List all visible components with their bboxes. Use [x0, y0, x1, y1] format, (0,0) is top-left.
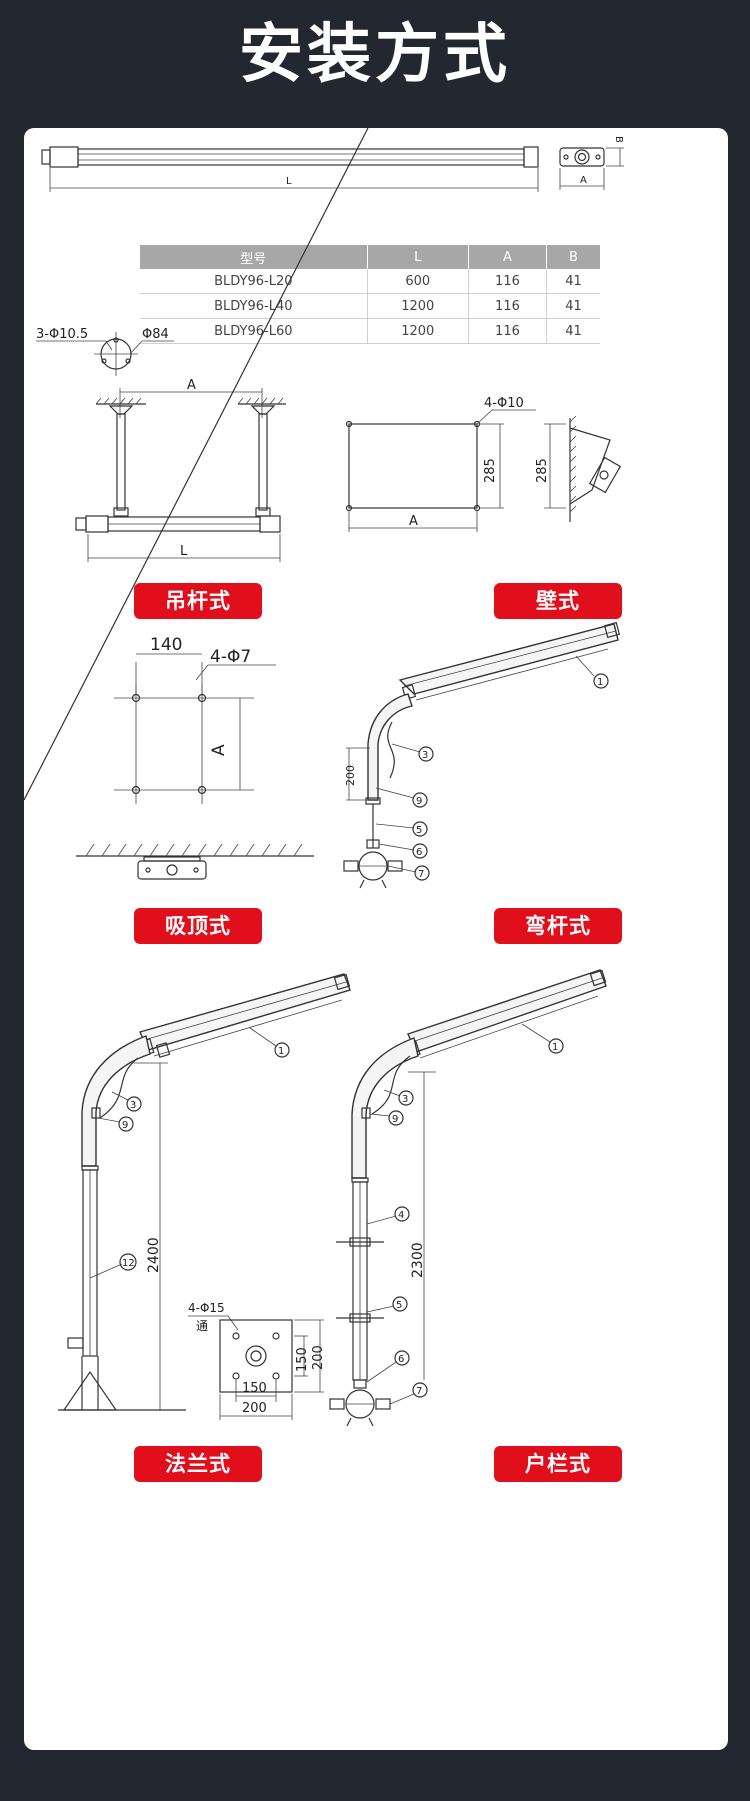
callout-3-flange: 3	[130, 1100, 136, 1111]
dim-l: L	[286, 176, 292, 187]
callout-9-flange: 9	[122, 1120, 128, 1131]
col-header-b: B	[546, 245, 600, 269]
callout-4: 4	[398, 1210, 404, 1221]
callout-3: 3	[422, 750, 428, 761]
ceiling-mount-drawing: 140 4-Φ7 A	[76, 635, 314, 880]
dim-holes-4-15: 4-Φ15	[188, 1301, 225, 1315]
label-ceiling: 吸顶式	[134, 908, 262, 944]
callout-1-flange: 1	[278, 1046, 284, 1057]
dim-holes-3: 3-Φ10.5	[36, 327, 88, 342]
label-wall: 壁式	[494, 583, 622, 619]
dim-l-pendant: L	[180, 544, 188, 559]
flange-pole-drawing: 2400 1 3 9 12 4-Φ15 通	[58, 973, 351, 1420]
callout-7-fence: 7	[416, 1386, 422, 1397]
callout-9-fence: 9	[392, 1114, 398, 1125]
table-row: BLDY96-L60 1200 116 41	[140, 318, 600, 344]
callout-5: 5	[416, 825, 422, 836]
label-bent-pole: 弯杆式	[494, 908, 622, 944]
dim-h2400: 2400	[146, 1237, 162, 1273]
col-header-a: A	[468, 245, 548, 269]
table-row: BLDY96-L40 1200 116 41	[140, 293, 600, 319]
table-row: BLDY96-L20 600 116 41	[140, 269, 600, 294]
fixture-end-view: A B	[559, 136, 624, 190]
dim-b: B	[613, 136, 624, 143]
callout-9: 9	[416, 796, 422, 807]
installation-diagram-card: 型号 L A B BLDY96-L20 600 116 41 BLDY96-L4…	[24, 128, 728, 1750]
dim-d84: Φ84	[142, 327, 169, 342]
dim-a-ceiling: A	[209, 744, 229, 756]
label-flange: 法兰式	[134, 1446, 262, 1482]
cell-b: 41	[546, 318, 600, 344]
callout-1: 1	[597, 677, 603, 688]
callout-6: 6	[416, 847, 422, 858]
cell-a: 116	[468, 318, 548, 344]
callout-3-fence: 3	[402, 1094, 408, 1105]
wall-mount-drawing: 4-Φ10 285 A 285	[345, 396, 622, 532]
label-pendant: 吊杆式	[134, 583, 262, 619]
cell-a: 116	[468, 293, 548, 319]
bent-pole-drawing: 200 1 3 9 5 6 7	[24, 128, 621, 889]
installation-drawings: L A B 3-Φ10.5	[24, 128, 624, 1427]
callout-6-fence: 6	[398, 1354, 404, 1365]
dim-holes-4-7: 4-Φ7	[210, 647, 251, 667]
dim-f200-h: 200	[242, 1401, 267, 1416]
cell-b: 41	[546, 269, 600, 294]
cell-model: BLDY96-L60	[140, 318, 368, 344]
dim-h200: 200	[344, 765, 357, 786]
callout-7: 7	[418, 869, 424, 880]
dim-h285: 285	[483, 458, 498, 483]
col-header-l: L	[367, 245, 469, 269]
cell-l: 1200	[367, 293, 469, 319]
dim-a-pendant: A	[187, 378, 196, 393]
pendant-mount-drawing: 3-Φ10.5 Φ84 A L	[36, 327, 286, 562]
callout-12: 12	[122, 1258, 135, 1269]
dim-holes-4-10: 4-Φ10	[484, 396, 524, 411]
cell-model: BLDY96-L40	[140, 293, 368, 319]
dim-tong: 通	[196, 1319, 208, 1333]
cell-a: 116	[468, 269, 548, 294]
page-title: 安装方式	[239, 18, 511, 92]
fixture-side-view: L	[41, 146, 539, 192]
dim-f150-v: 150	[295, 1347, 310, 1372]
callout-1-fence: 1	[552, 1042, 558, 1053]
dim-f200-v: 200	[311, 1345, 326, 1370]
dim-a-end: A	[580, 175, 587, 186]
dim-h285-side: 285	[535, 458, 550, 483]
dim-w140: 140	[150, 635, 182, 655]
cell-l: 1200	[367, 318, 469, 344]
cell-model: BLDY96-L20	[140, 269, 368, 294]
dim-a-wall: A	[409, 514, 418, 529]
dim-f150-h: 150	[242, 1381, 267, 1396]
label-fence: 户栏式	[494, 1446, 622, 1482]
fence-pole-drawing: 2300 1 3 9 4 5 6 7	[329, 969, 607, 1427]
callout-5-fence: 5	[396, 1300, 402, 1311]
dim-h2300: 2300	[410, 1242, 426, 1278]
col-header-model: 型号	[140, 245, 368, 269]
cell-l: 600	[367, 269, 469, 294]
cell-b: 41	[546, 293, 600, 319]
spec-table: 型号 L A B BLDY96-L20 600 116 41 BLDY96-L4…	[140, 245, 600, 344]
